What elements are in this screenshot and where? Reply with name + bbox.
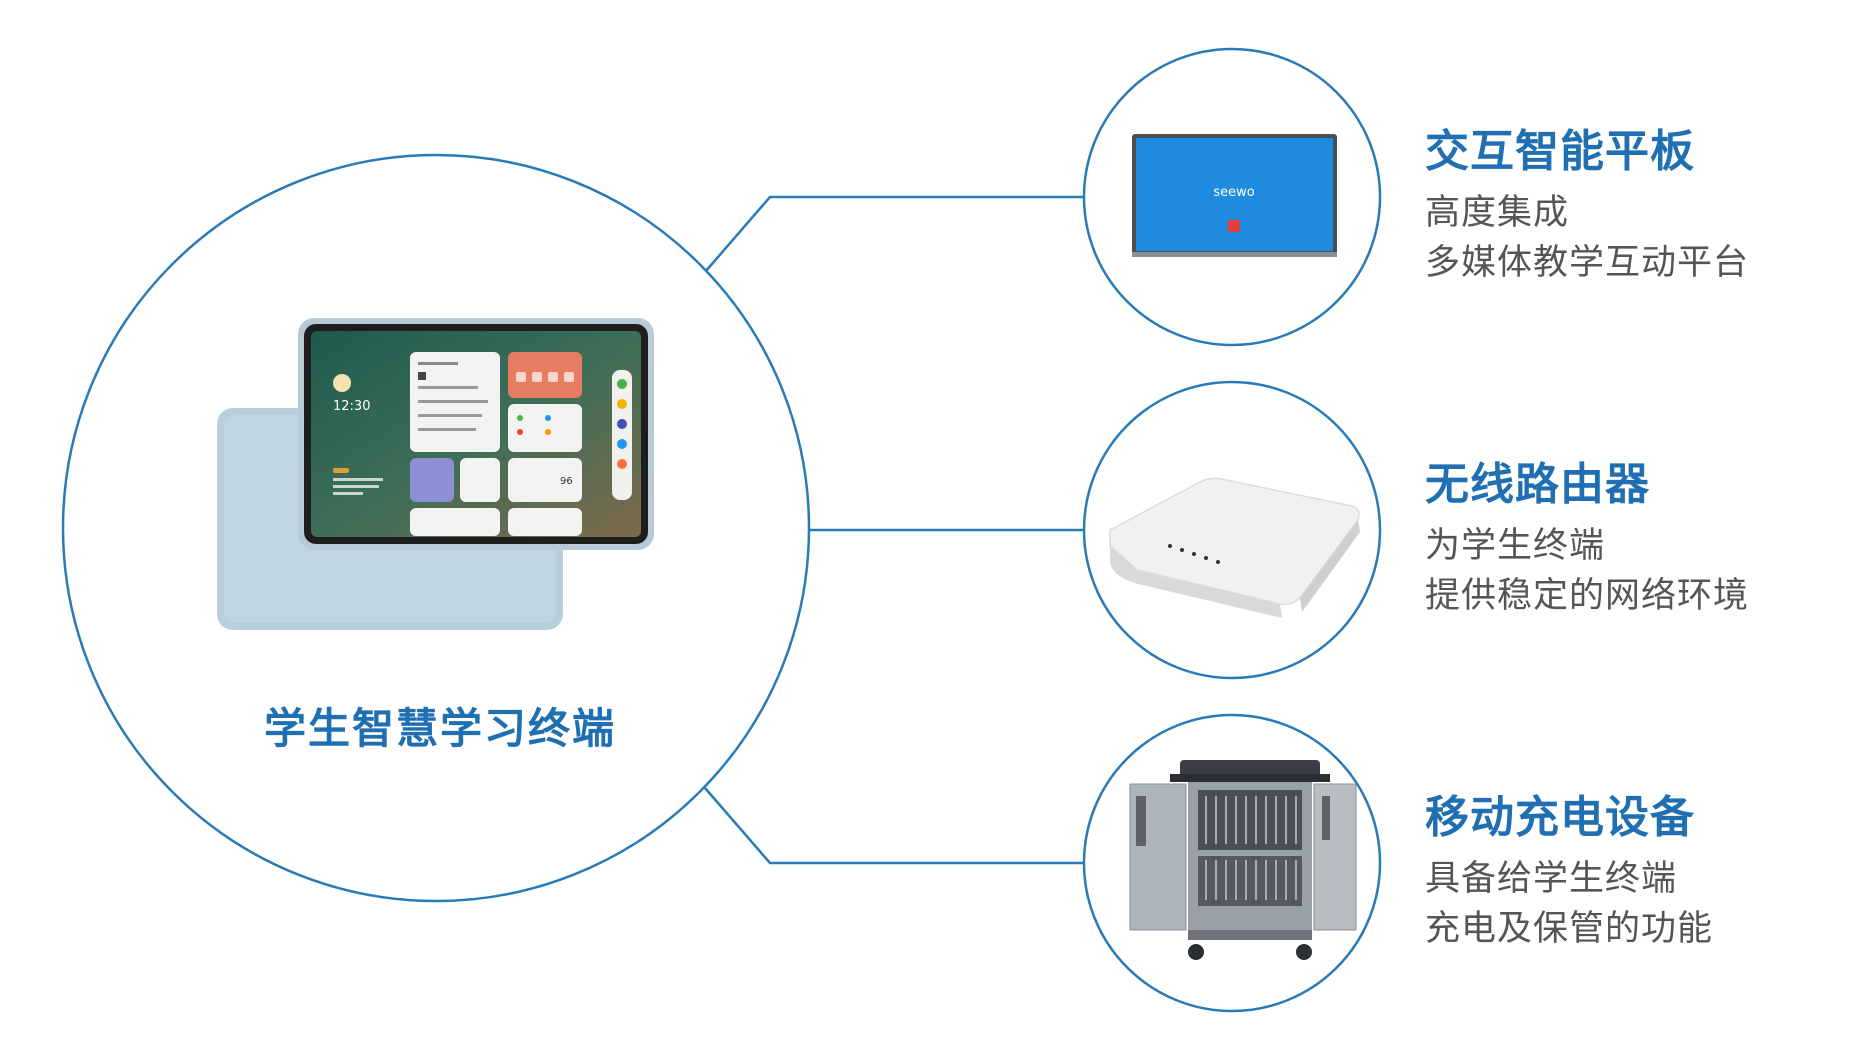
tablet-illustration: 12:30 96	[217, 318, 654, 630]
smartboard-desc-line-2: 多媒体教学互动平台	[1425, 243, 1750, 283]
router-illustration	[1109, 477, 1360, 618]
charging-cart-desc-line-2: 充电及保管的功能	[1425, 909, 1714, 949]
main-title: 学生智慧学习终端	[263, 704, 616, 753]
svg-text:96: 96	[560, 476, 573, 487]
router-title: 无线路由器	[1425, 459, 1650, 510]
charging-cart-desc-line-1: 具备给学生终端	[1425, 859, 1678, 899]
router-description: 为学生终端 提供稳定的网络环境	[1425, 521, 1749, 621]
smartboard-illustration: seewo	[1132, 134, 1337, 257]
charging-cart-illustration	[1129, 760, 1357, 960]
charging-cart-title: 移动充电设备	[1425, 792, 1695, 843]
charging-cart-description: 具备给学生终端 充电及保管的功能	[1425, 854, 1713, 954]
router-desc-line-2: 提供稳定的网络环境	[1425, 576, 1750, 616]
connector-bottom	[704, 787, 1088, 865]
smartboard-desc-line-1: 高度集成	[1425, 193, 1570, 233]
connector-top	[704, 195, 1088, 273]
smartboard-title: 交互智能平板	[1425, 126, 1695, 177]
avatar	[333, 374, 351, 392]
smartboard-screen	[1136, 138, 1333, 251]
tablet-clock: 12:30	[333, 399, 370, 414]
smartboard-brand: seewo	[1213, 185, 1254, 200]
smartboard-description: 高度集成 多媒体教学互动平台	[1425, 188, 1749, 288]
router-desc-line-1: 为学生终端	[1425, 526, 1606, 566]
